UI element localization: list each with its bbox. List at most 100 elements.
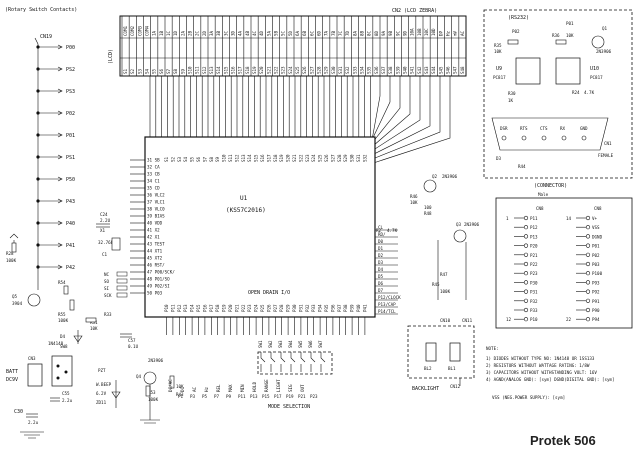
p02-label: P02 <box>512 29 520 34</box>
chip-left-pin-2: 32 CA <box>147 165 160 170</box>
chip-bottom-pin-29: P38 <box>343 304 348 312</box>
r31-label: R31 <box>90 320 98 325</box>
conn-left-pin-p30: P30 <box>530 280 538 285</box>
q2-label: Q2 <box>432 174 438 179</box>
chip-seg-22: S22 <box>298 154 303 162</box>
lcd-col-16: 3D <box>231 30 236 36</box>
chip-bottom-pin-15: P24 <box>254 304 259 312</box>
c57-label: C57 <box>128 338 136 343</box>
conn-left-num-12: 12 <box>506 317 512 322</box>
rotary-contact-p00: P00 <box>66 45 75 51</box>
chip-bottom-pin-21: P30 <box>292 304 297 312</box>
lcd-col-43: 10C <box>424 28 429 36</box>
q5-label: Q5 <box>12 294 18 299</box>
cn1-label: CN1 <box>604 141 612 146</box>
chip-seg-23: S23 <box>305 154 310 162</box>
chip-bottom-pin-5: P14 <box>190 304 195 312</box>
c55-value: 2.2u <box>62 398 73 403</box>
chip-bottom-pin-7: P16 <box>202 304 207 312</box>
mode-switch-5: SW5 <box>298 340 303 348</box>
chip-left-pin-19: 49 P02/SI <box>147 284 170 289</box>
rs232-pin-rx: RX <box>560 126 566 131</box>
rs232-pin-dsr: DSR <box>500 126 508 131</box>
lcd-seg-33: S33 <box>352 66 357 74</box>
c30-value: 2.2u <box>28 420 39 425</box>
lcd-col-42: 10B <box>417 28 422 36</box>
cn1-type: FEMALE <box>598 153 614 158</box>
conn-right-pin-p94: P94 <box>592 317 600 322</box>
lcd-col-27: 6C <box>309 30 314 36</box>
d4-label: D4 <box>60 334 66 339</box>
lcd-col-37: 9A <box>381 30 386 36</box>
q3-part: 2N3906 <box>464 222 480 227</box>
chip-bottom-pin-18: P27 <box>273 304 278 312</box>
zener-voltage: 6.2V <box>96 391 107 396</box>
nc-label-nc: NC <box>104 272 110 277</box>
mode-signal-min: MIN <box>240 384 245 392</box>
lcd-side-label: (LCD) <box>108 49 114 64</box>
chip-bottom-pin-32: P41 <box>362 304 367 312</box>
r53-label: R53 <box>148 390 156 395</box>
c30-label: C30 <box>14 409 23 415</box>
lcd-col-40: 9D <box>403 30 408 36</box>
lcd-seg-8: S8 <box>173 68 178 74</box>
chip-right-pin-11: P12/CLOCK <box>378 295 401 300</box>
chip-left-pin-17: 47 P00/SCK/ <box>147 270 175 275</box>
r2-label: R2 <box>376 228 382 233</box>
chip-right-pin-10: D7 <box>378 288 384 293</box>
conn-left-num-1: 1 <box>506 216 509 221</box>
r24-value: 4.7K <box>584 90 595 95</box>
rotary-switch-heading: (Rotary Switch Contacts) <box>5 7 77 13</box>
chip-bottom-pin-14: P23 <box>247 304 252 312</box>
connector-male-label: Male <box>538 192 549 197</box>
mode-switch-7: SW7 <box>318 340 323 348</box>
lcd-seg-38: S38 <box>388 66 393 74</box>
lcd-col-11: 2C <box>195 30 200 36</box>
r45-label: R45 <box>432 282 440 287</box>
cn19-label: CN19 <box>40 34 52 40</box>
r53-value: 100K <box>148 397 159 402</box>
conn-left-pin-p22: P22 <box>530 262 538 267</box>
lcd-col-35: 8C <box>367 30 372 36</box>
r30-label: R30 <box>508 91 516 96</box>
lcd-col-41: 10A <box>410 28 415 36</box>
mode-signal-rel: REL <box>216 384 221 392</box>
lcd-seg-28: S28 <box>317 66 322 74</box>
mode-signal-max: MAX <box>228 384 233 392</box>
cn10-label: CN10 <box>440 318 451 323</box>
chip-left-pin-5: 35 CD <box>147 186 160 191</box>
u9-part: PC817 <box>493 75 506 80</box>
lcd-seg-46: S46 <box>446 66 451 74</box>
r55-label: R55 <box>58 312 66 317</box>
chip-bottom-pin-16: P25 <box>260 304 265 312</box>
lcd-col-45: DP <box>438 30 443 36</box>
lcd-col-44: 10D <box>431 28 436 36</box>
mode-signal-hz: Hz <box>204 386 209 392</box>
mode-switch-6: SW6 <box>308 340 313 348</box>
r45-value: 100 <box>424 205 432 210</box>
chip-left-pin-9: 39 BIAS <box>147 214 165 219</box>
mode-lcd-low-p15: P15 <box>262 394 270 399</box>
nc-label-so: SO <box>104 279 110 284</box>
lcd-col-36: 8D <box>374 30 379 36</box>
chip-bottom-pin-30: P39 <box>350 304 355 312</box>
page-title: Protek 506 <box>530 433 596 448</box>
chip-right-pin-3: D0 <box>378 239 384 244</box>
lcd-col-46: Hz <box>446 30 451 36</box>
r35-value: 10K <box>494 49 502 54</box>
open-drain-label: OPEN DRAIN I/O <box>248 290 290 296</box>
chip-bottom-pin-22: P31 <box>298 304 303 312</box>
pzt-label: PZT <box>98 368 106 373</box>
rotary-contact-ps3: PS3 <box>66 89 75 95</box>
chip-seg-26: S26 <box>324 154 329 162</box>
rs232-heading: (RS232) <box>508 15 529 21</box>
u10-label: U10 <box>590 66 599 72</box>
backlight-label: BACKLIGHT <box>412 386 439 392</box>
chip-seg-16: S16 <box>260 154 265 162</box>
lcd-col-13: 3A <box>209 30 214 36</box>
lcd-seg-42: S42 <box>417 66 422 74</box>
cn8-left-header: CN8 <box>536 206 544 211</box>
lcd-col-28: 6D <box>317 30 322 36</box>
chip-seg-24: S24 <box>311 154 316 162</box>
